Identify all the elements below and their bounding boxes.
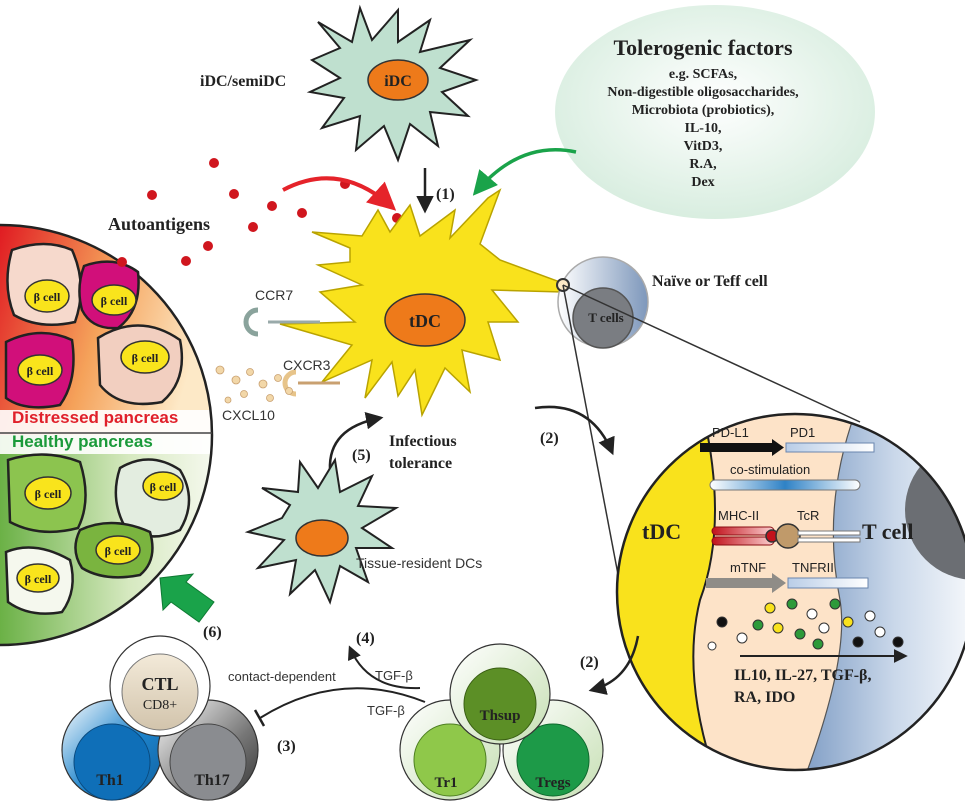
mhc-ii-bar xyxy=(711,526,775,536)
effector-t-cells: CTL CD8+ Th1 Th17 xyxy=(61,635,259,801)
tgf-beta-label-1: TGF-β xyxy=(375,668,413,683)
healthy-beta-cell: β cell xyxy=(6,453,87,534)
tolerogenic-item: Dex xyxy=(691,175,714,190)
step-2-arrow-bottom xyxy=(588,635,640,695)
idc-semidc-label: iDC/semiDC xyxy=(200,73,286,90)
tregs-label: Tregs xyxy=(535,775,570,791)
infectious-tolerance-line-2: tolerance xyxy=(389,455,452,472)
step-6-arrow xyxy=(159,573,215,623)
cxcl10-label: CXCL10 xyxy=(222,407,275,423)
healthy-beta-cell: β cell xyxy=(74,521,154,579)
tdc-label: tDC xyxy=(409,311,441,331)
ccr7-label: CCR7 xyxy=(255,287,293,303)
synapse-tcell-label: T cell xyxy=(862,519,914,544)
ctl-label: CTL xyxy=(141,674,178,694)
tr1-label: Tr1 xyxy=(434,775,457,791)
autoantigens-label: Autoantigens xyxy=(108,214,210,234)
tolerogenic-item: R.A, xyxy=(689,157,716,172)
synapse-tdc-label: tDC xyxy=(642,519,681,544)
immature-dendritic-cell: iDC xyxy=(306,4,480,163)
thsup-label: Thsup xyxy=(480,708,521,724)
tolerogenic-item: Non-digestible oligosaccharides, xyxy=(607,85,798,100)
tissue-resident-dc xyxy=(244,457,400,605)
step-5-label: (5) xyxy=(352,447,371,464)
step-4-arrow xyxy=(347,645,421,690)
healthy-pancreas-label: Healthy pancreas xyxy=(12,432,153,451)
tgf-beta-label-2: TGF-β xyxy=(367,703,405,718)
cxcr3-label: CXCR3 xyxy=(283,357,331,373)
svg-text:β cell: β cell xyxy=(35,487,62,501)
cytokines-line-2: RA, IDO xyxy=(734,689,795,706)
cxcl10-dots xyxy=(215,365,293,404)
th1-label: Th1 xyxy=(96,772,124,789)
cytokine-dots xyxy=(707,598,904,651)
distressed-pancreas-label: Distressed pancreas xyxy=(12,408,178,427)
mtnf-label: mTNF xyxy=(730,560,766,575)
tolerogenic-item: e.g. SCFAs, xyxy=(669,67,737,82)
healthy-beta-cell: β cell xyxy=(4,546,74,615)
healthy-beta-cell: β cell xyxy=(114,458,191,538)
tcr-receptor xyxy=(775,523,801,549)
step-2-arrow-top xyxy=(534,405,615,456)
cytokines-line-1: IL10, IL-27, TGF-β, xyxy=(734,667,871,684)
tnfrii-bar xyxy=(787,577,869,589)
pdl1-bar xyxy=(700,443,772,452)
naive-teff-label: Naïve or Teff cell xyxy=(652,273,768,290)
tolerogenic-dendritic-cell: tDC xyxy=(279,188,563,418)
step-3-label: (3) xyxy=(277,738,296,755)
svg-text:β cell: β cell xyxy=(34,290,61,304)
costimulation-label: co-stimulation xyxy=(730,462,810,477)
infectious-tolerance-line-1: Infectious xyxy=(389,433,457,450)
svg-text:β cell: β cell xyxy=(150,480,177,494)
svg-text:β cell: β cell xyxy=(101,294,128,308)
svg-text:β cell: β cell xyxy=(105,544,132,558)
zoom-line xyxy=(562,284,861,423)
autoantigen-arrow xyxy=(282,176,397,211)
svg-text:β cell: β cell xyxy=(132,351,159,365)
distressed-beta-cell: β cell xyxy=(6,242,83,327)
mtnf-bar xyxy=(706,578,772,588)
distressed-beta-cell: β cell xyxy=(4,331,75,409)
mhc-ii-label: MHC-II xyxy=(718,508,759,523)
step-2-label-bottom: (2) xyxy=(580,654,599,671)
th17-label: Th17 xyxy=(194,772,230,789)
svg-text:β cell: β cell xyxy=(25,572,52,586)
naive-teff-cell: T cells xyxy=(556,256,649,349)
regulatory-t-cells: Thsup Tr1 Tregs xyxy=(399,643,604,801)
tcr-label: TcR xyxy=(797,508,819,523)
synapse-zoom: tDC T cell PD-L1 PD1 co-stimulation MHC-… xyxy=(615,412,965,772)
tnfrii-label: TNFRII xyxy=(792,560,834,575)
step-4-label: (4) xyxy=(356,630,375,647)
tissue-resident-label: Tissue-resident DCs xyxy=(356,555,482,571)
costimulation-bar xyxy=(709,479,861,491)
idc-label: iDC xyxy=(384,73,412,90)
step-1-label: (1) xyxy=(436,186,455,203)
cd8-label: CD8+ xyxy=(143,698,177,713)
tolerogenic-factors-bubble: Tolerogenic factors e.g. SCFAs, Non-dige… xyxy=(555,5,875,219)
contact-dependent-label: contact-dependent xyxy=(228,669,336,684)
pd1-label: PD1 xyxy=(790,425,815,440)
step-6-label: (6) xyxy=(203,624,222,641)
step-5-arrow xyxy=(328,412,384,471)
pdl1-label: PD-L1 xyxy=(712,425,749,440)
tolerogenic-item: IL-10, xyxy=(685,121,722,136)
pd1-bar xyxy=(785,442,875,453)
tolerogenic-title: Tolerogenic factors xyxy=(613,35,792,60)
ccr7-receptor xyxy=(243,307,320,337)
tolerogenic-item: VitD3, xyxy=(684,139,723,154)
svg-text:β cell: β cell xyxy=(27,364,54,378)
tolerogenic-arrow xyxy=(472,148,577,196)
t-cells-label: T cells xyxy=(588,310,624,325)
step-2-label-top: (2) xyxy=(540,430,559,447)
distressed-beta-cell: β cell xyxy=(96,324,184,406)
tolerogenic-item: Microbiota (probiotics), xyxy=(632,103,775,118)
step-3-inhibition xyxy=(259,687,426,719)
